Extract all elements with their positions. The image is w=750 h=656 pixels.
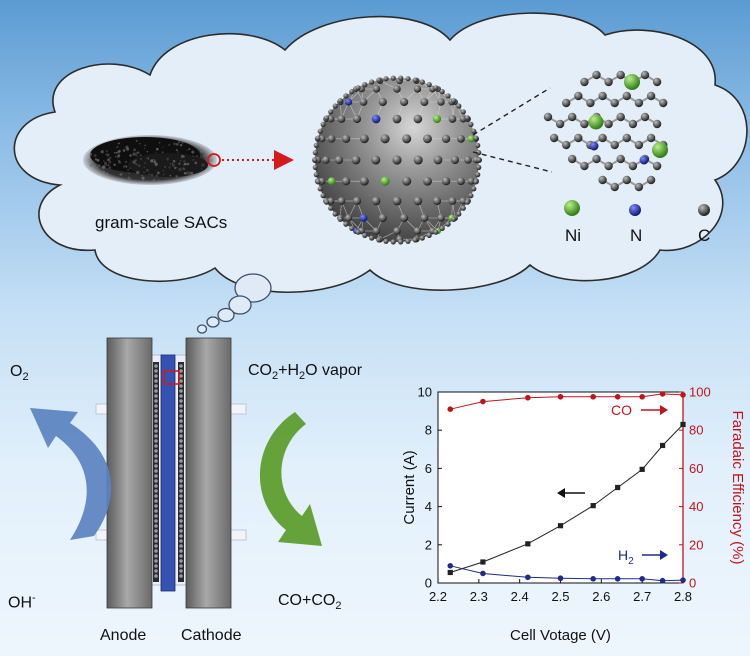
- data-point: [590, 575, 596, 582]
- x-tick-label: 2.8: [674, 589, 692, 604]
- data-point: [557, 575, 564, 582]
- data-point: [557, 523, 564, 529]
- y2-tick-label: 20: [689, 537, 703, 552]
- x-axis-label: Cell Votage (V): [510, 627, 611, 644]
- y-tick-label: 4: [425, 499, 432, 514]
- data-point: [447, 406, 454, 412]
- data-point: [615, 484, 621, 491]
- data-point: [525, 541, 531, 547]
- data-point: [639, 466, 645, 472]
- thought-bubbles: [196, 273, 272, 334]
- cathode-plate: [185, 337, 232, 609]
- co-series-label: CO: [611, 402, 632, 418]
- y2-tick-label: 80: [689, 423, 703, 438]
- y-tick-label: 2: [425, 537, 432, 552]
- y-tick-label: 8: [425, 423, 432, 438]
- n-legend-ball: [629, 204, 641, 216]
- data-point: [480, 559, 486, 565]
- electrolyzer-cell: [95, 337, 247, 609]
- o2-label: O2: [10, 363, 29, 384]
- zoom-circle: [207, 153, 221, 167]
- data-point: [680, 577, 686, 583]
- y-tick-label: 6: [425, 461, 432, 476]
- data-point: [525, 574, 531, 581]
- sac-sphere: [312, 75, 482, 245]
- data-point: [639, 575, 645, 582]
- x-tick-label: 2.4: [511, 589, 529, 604]
- oh-label: OH-: [8, 592, 36, 612]
- y2-tick-label: 0: [689, 576, 696, 591]
- y-tick-label: 0: [425, 576, 432, 591]
- h2-arrow-head: [660, 550, 668, 560]
- cathode-curved-arrow: [259, 412, 322, 546]
- zoom-line-bottom: [472, 151, 553, 173]
- product-label: CO+CO2: [278, 592, 342, 613]
- membrane: [160, 354, 176, 592]
- feed-label: CO2+H2O vapor: [248, 362, 363, 383]
- data-point: [639, 393, 645, 400]
- y2-tick-label: 40: [689, 499, 703, 514]
- cathode-label: Cathode: [181, 627, 242, 644]
- anode-plate: [106, 337, 153, 609]
- data-point: [447, 563, 454, 569]
- y2-tick-label: 60: [689, 461, 703, 476]
- ni-legend-ball: [564, 200, 580, 216]
- data-point: [680, 421, 686, 428]
- atom-legend: [564, 200, 710, 216]
- legend-ni: Ni: [565, 226, 582, 245]
- cloud-caption: gram-scale SACs: [95, 213, 228, 232]
- legend-n: N: [630, 226, 643, 245]
- powder-pile: [83, 135, 221, 185]
- data-point: [447, 569, 453, 576]
- y2-tick-label: 100: [689, 385, 711, 400]
- data-point: [659, 577, 666, 584]
- x-tick-label: 2.6: [592, 589, 610, 604]
- data-point: [614, 575, 621, 582]
- data-point: [480, 398, 486, 405]
- y-axis-label: Current (A): [401, 450, 418, 524]
- x-tick-label: 2.2: [429, 589, 447, 604]
- anode-label: Anode: [100, 627, 147, 644]
- data-point: [680, 392, 686, 398]
- x-tick-label: 2.5: [551, 589, 569, 604]
- data-point: [614, 393, 621, 400]
- current-arrow-head: [557, 488, 565, 498]
- data-point: [659, 391, 666, 397]
- graphene-lattice: [543, 70, 668, 192]
- data-point: [590, 503, 596, 509]
- x-tick-label: 2.7: [633, 589, 651, 604]
- zoom-line-top: [472, 87, 551, 136]
- co-arrow-head: [660, 405, 668, 415]
- data-point: [525, 394, 531, 401]
- data-point: [659, 442, 666, 449]
- anode-curved-arrow: [30, 408, 112, 540]
- y-tick-label: 10: [418, 385, 432, 400]
- c-legend-ball: [698, 204, 710, 216]
- legend-c: C: [698, 226, 711, 245]
- plot-area: [437, 391, 684, 584]
- data-point: [557, 393, 564, 400]
- zoom-square: [163, 370, 180, 385]
- data-point: [590, 393, 596, 400]
- x-tick-label: 2.3: [470, 589, 488, 604]
- y2-axis-label: Faradaic Efficiency (%): [729, 411, 746, 565]
- data-point: [480, 570, 486, 577]
